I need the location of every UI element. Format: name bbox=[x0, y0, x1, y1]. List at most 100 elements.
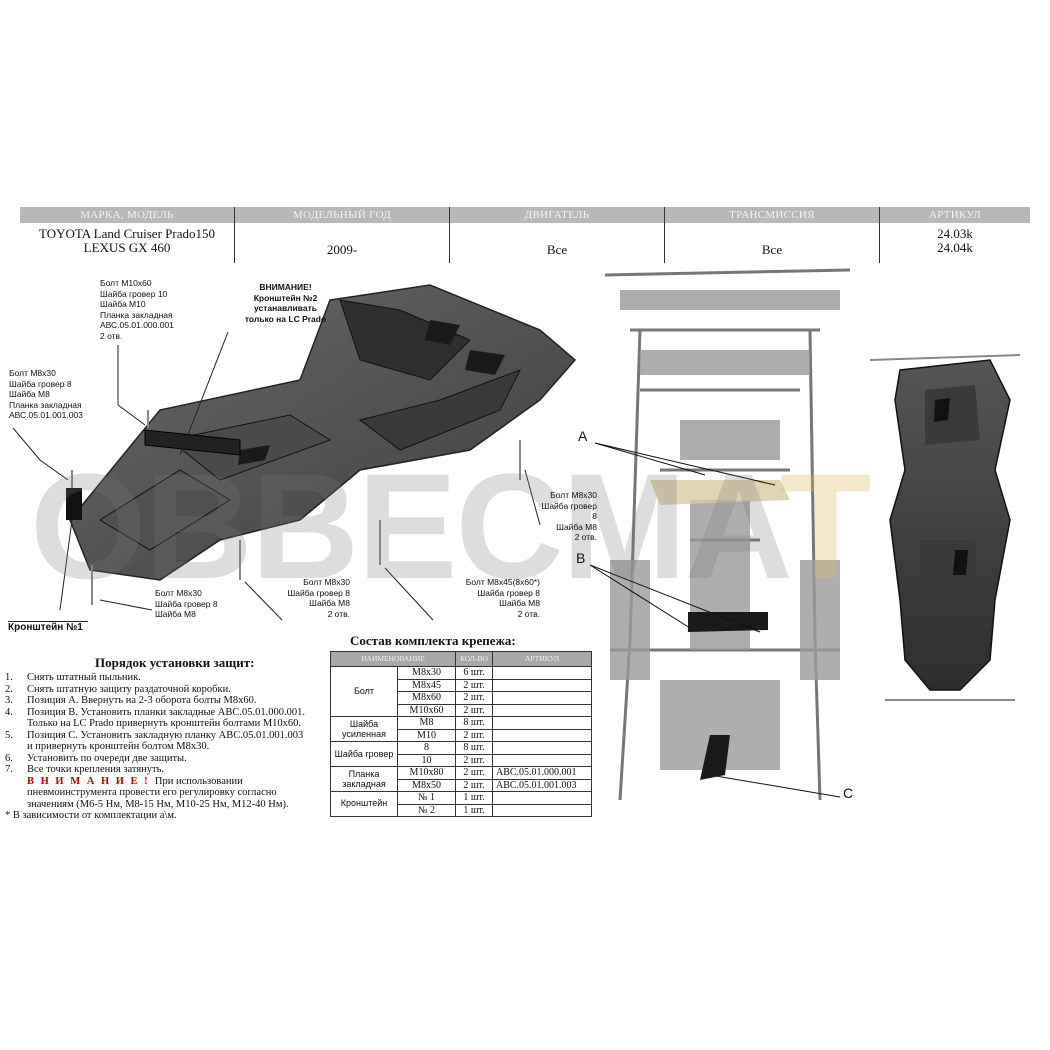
col-header-year: МОДЕЛЬНЫЙ ГОД bbox=[235, 207, 450, 223]
warning-line: значениям (М6-5 Нм, М8-15 Нм, М10-25 Нм,… bbox=[27, 798, 289, 810]
list-item: 1.Снять штатный пыльник. bbox=[5, 672, 335, 684]
col-header-article: АРТИКУЛ bbox=[880, 207, 1030, 223]
kit-size: № 1 bbox=[397, 791, 456, 805]
callout-line: Шайба М10 bbox=[100, 299, 146, 309]
kit-article bbox=[492, 728, 592, 742]
kit-article bbox=[492, 741, 592, 755]
callout-line: АВС.05.01.000.001 bbox=[100, 320, 174, 330]
kit-article bbox=[492, 716, 592, 730]
callout-line: АВС.05.01.001.003 bbox=[9, 410, 83, 420]
kit-qty: 2 шт. bbox=[455, 691, 493, 705]
callout-line: Шайба гровер 8 bbox=[541, 500, 597, 522]
kit-group-name: Кронштейн bbox=[330, 791, 398, 817]
callout-line: Планка закладная bbox=[9, 399, 82, 410]
kit-qty: 2 шт. bbox=[455, 678, 493, 692]
kit-group-name: Болт bbox=[330, 666, 398, 717]
callout-bolt-m8x45: Болт М8х45(8х60*) Шайба гровер 8 Шайба М… bbox=[452, 577, 540, 619]
kit-title: Состав комплекта крепежа: bbox=[350, 633, 516, 648]
attention-line: только на LC Prado bbox=[244, 313, 327, 324]
col-header-engine: ДВИГАТЕЛЬ bbox=[450, 207, 665, 223]
watermark: OBBECMAT bbox=[30, 442, 871, 610]
callout-bolt-m8-right: Болт М8х30 Шайба гровер 8 Шайба М8 2 отв… bbox=[535, 490, 597, 543]
kit-qty: 2 шт. bbox=[455, 703, 493, 717]
skid-plate-illustration bbox=[66, 284, 577, 605]
callout-line: 2 отв. bbox=[574, 532, 597, 542]
kit-size: М8х50 bbox=[397, 778, 456, 792]
kit-size: 10 bbox=[397, 753, 456, 767]
attention-note: ВНИМАНИЕ! Кронштейн №2 устанавливать тол… bbox=[228, 282, 343, 324]
step-text: Позиция А. Ввернуть на 2-3 оборота болты… bbox=[27, 695, 257, 706]
warning-label: В Н И М А Н И Е ! bbox=[27, 775, 150, 787]
step-line: Только на LC Prado привернуть кронштейн … bbox=[27, 718, 302, 729]
attention-line: ВНИМАНИЕ! bbox=[259, 282, 312, 292]
list-item: 2.Снять штатную защиту раздаточной короб… bbox=[5, 684, 335, 696]
kit-size: М8х60 bbox=[397, 691, 456, 705]
install-steps: 1.Снять штатный пыльник. 2.Снять штатную… bbox=[5, 672, 335, 822]
callout-line: Шайба М8 bbox=[499, 598, 540, 608]
warning-line: пневмоинструмента провести его регулиров… bbox=[27, 787, 277, 798]
callout-bolt-m8-bottom2: Болт М8х30 Шайба гровер 8 Шайба М8 2 отв… bbox=[284, 577, 350, 619]
kit-header-name: НАИМЕНОВАНИЕ bbox=[330, 651, 456, 667]
step-text: Позиция В. Установить планки закладные А… bbox=[27, 707, 305, 730]
callout-line: 2 отв. bbox=[100, 330, 123, 341]
callout-line: Болт М8х45(8х60*) bbox=[465, 577, 540, 587]
kit-size: М8х30 bbox=[397, 666, 456, 680]
list-item: 4.Позиция В. Установить планки закладные… bbox=[5, 707, 335, 730]
kit-qty: 8 шт. bbox=[455, 716, 493, 730]
step-text: Позиция С. Установить закладную планку А… bbox=[27, 730, 303, 753]
kit-size: 8 bbox=[397, 741, 456, 755]
kit-article bbox=[492, 678, 592, 692]
callout-bolt-m8-bottom1: Болт М8х30 Шайба гровер 8 Шайба М8 bbox=[155, 588, 218, 620]
attention-line: Кронштейн №2 bbox=[253, 292, 318, 303]
kit-article bbox=[492, 703, 592, 717]
kit-qty: 2 шт. bbox=[455, 728, 493, 742]
warning-line: При использовании bbox=[154, 775, 243, 787]
kit-size: М10 bbox=[397, 728, 456, 742]
callout-line: Планка закладная bbox=[100, 309, 173, 320]
position-label-b: B bbox=[576, 550, 586, 566]
model-line-1: TOYOTA Land Cruiser Prado150 bbox=[38, 226, 215, 241]
callout-line: 2 отв. bbox=[327, 608, 350, 619]
kit-size: М8 bbox=[397, 716, 456, 730]
bracket1-label: Кронштейн №1 bbox=[8, 621, 88, 634]
year-cell: 2009- bbox=[235, 223, 450, 263]
callout-line: Шайба гровер 10 bbox=[100, 288, 168, 299]
kit-qty: 1 шт. bbox=[455, 803, 493, 817]
kit-qty: 2 шт. bbox=[455, 753, 493, 767]
kit-group-name: Планка закладная bbox=[330, 766, 398, 792]
step-text: Все точки крепления затянуть. bbox=[27, 764, 165, 775]
step-number: 3. bbox=[5, 695, 13, 706]
kit-article bbox=[492, 753, 592, 767]
engine-cell: Все bbox=[450, 223, 665, 263]
kit-size: М10х60 bbox=[397, 703, 456, 717]
step-number: 1. bbox=[5, 672, 13, 683]
list-item: 6.Установить по очереди две защиты. bbox=[5, 753, 335, 765]
attention-line: устанавливать bbox=[254, 303, 317, 313]
leader-lines bbox=[12, 331, 541, 621]
step-number: 5. bbox=[5, 729, 13, 741]
col-header-model: МАРКА, МОДЕЛЬ bbox=[20, 207, 235, 223]
footnote: * В зависимости от комплектации а\м. bbox=[5, 810, 177, 821]
list-item: 7.Все точки крепления затянуть. bbox=[5, 764, 335, 776]
kit-qty: 1 шт. bbox=[455, 791, 493, 805]
callout-bolt-m8-left: Болт М8х30 Шайба гровер 8 Шайба М8 Планк… bbox=[9, 368, 83, 421]
col-header-transmission: ТРАНСМИССИЯ bbox=[665, 207, 880, 223]
kit-group-name: Шайба усиленная bbox=[330, 716, 398, 742]
kit-qty: 8 шт. bbox=[455, 741, 493, 755]
position-label-c: C bbox=[843, 785, 854, 801]
kit-group-name: Шайба гровер bbox=[330, 741, 398, 767]
kit-header-row: НАИМЕНОВАНИЕ КОЛ-ВО АРТИКУЛ bbox=[330, 651, 592, 667]
list-item: 3. Позиция А. Ввернуть на 2-3 оборота бол… bbox=[5, 695, 335, 707]
step-text: Установить по очереди две защиты. bbox=[27, 752, 187, 764]
kit-article: АВС.05.01.001.003 bbox=[492, 778, 592, 792]
kit-qty: 2 шт. bbox=[455, 766, 493, 780]
callout-line: 2 отв. bbox=[517, 608, 540, 619]
installed-plate-illustration bbox=[869, 354, 1021, 701]
